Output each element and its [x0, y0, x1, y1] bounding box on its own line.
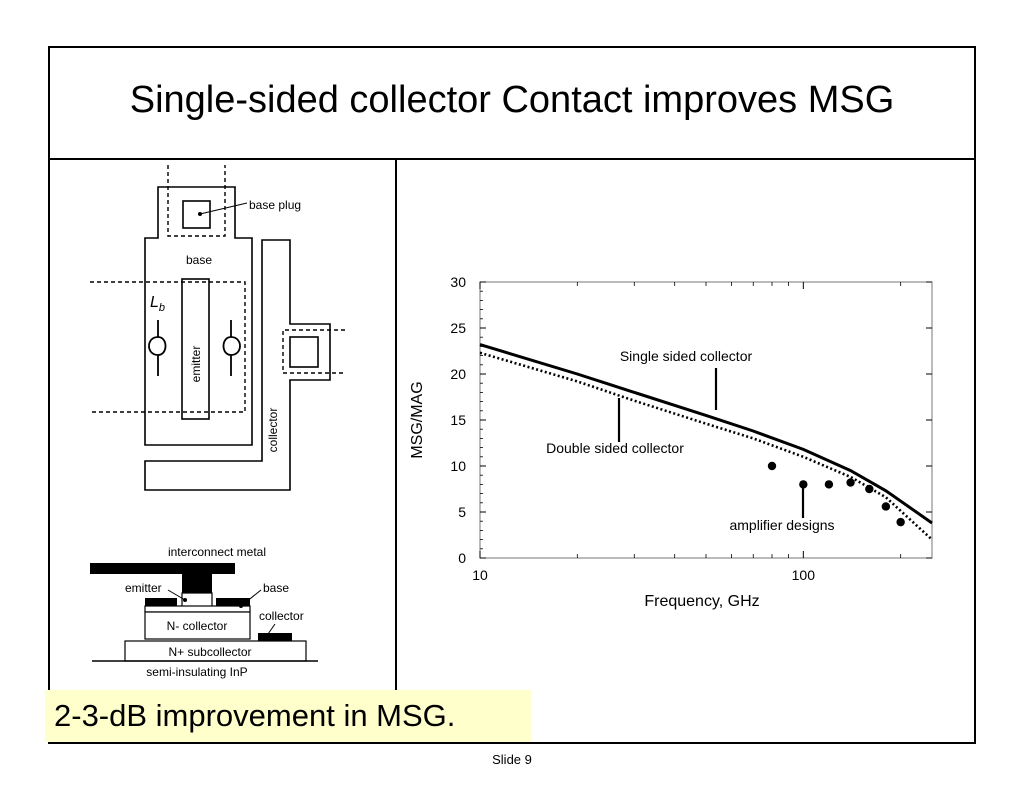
slide-title: Single-sided collector Contact improves … — [129, 79, 895, 121]
y-tick-label: 20 — [450, 366, 466, 382]
y-tick-label: 0 — [458, 550, 466, 566]
cross-base-label: base — [263, 581, 289, 595]
n-collector-label: N- collector — [167, 619, 228, 633]
x-tick-label: 10 — [472, 567, 488, 583]
single-sided-annotation: Single sided collector — [620, 348, 753, 364]
cross-collector-label: collector — [259, 609, 304, 623]
y-tick-label: 5 — [458, 504, 466, 520]
x-axis-ticks: 10 100 — [472, 282, 902, 583]
interconnect-metal — [90, 563, 235, 574]
interconnect-via — [182, 574, 212, 593]
amplifier-design-point — [881, 502, 891, 511]
inductor-left — [148, 320, 167, 376]
single-sided-collector-line — [479, 343, 933, 525]
base-label: base — [186, 253, 212, 267]
marker-layer — [767, 461, 905, 527]
panel-divider — [395, 160, 397, 744]
plot-area — [479, 281, 933, 559]
substrate-label: semi-insulating InP — [146, 665, 247, 679]
device-layout-diagram: base plug base Lb emitter collector — [90, 165, 345, 491]
amplifier-design-point — [846, 478, 855, 487]
base-plug-contact — [182, 200, 211, 229]
base-dashed-left — [90, 281, 246, 413]
cross-section-diagram: interconnect metal emitter base collecto… — [90, 545, 318, 679]
cross-emitter-label: emitter — [125, 581, 162, 595]
y-tick-label: 10 — [450, 458, 466, 474]
msg-frequency-chart: 10 100 0 5 10 15 20 25 30 Single sided collecto… — [409, 274, 933, 610]
base-layer — [144, 605, 251, 613]
y-tick-label: 15 — [450, 412, 466, 428]
n-subcollector-label: N+ subcollector — [168, 645, 251, 659]
y-tick-label: 30 — [450, 274, 466, 290]
collector-label: collector — [266, 408, 280, 453]
amplifier-design-point — [799, 480, 808, 489]
base-outline — [144, 186, 253, 446]
collector-contact — [144, 239, 331, 491]
x-axis-label: Frequency, GHz — [644, 593, 759, 610]
base-metal-left — [145, 598, 177, 606]
inductor-right — [222, 320, 241, 376]
base-plug-label: base plug — [249, 198, 301, 212]
n-collector-layer — [144, 611, 251, 640]
interconnect-label: interconnect metal — [168, 545, 266, 559]
base-plug-leader — [199, 202, 248, 215]
y-axis-label: MSG/MAG — [409, 381, 426, 458]
amplifier-design-point — [824, 480, 834, 489]
slide-frame — [48, 46, 976, 744]
slide-number: Slide 9 — [492, 752, 532, 767]
series-annotations — [617, 368, 805, 518]
emitter-label: emitter — [189, 346, 203, 383]
improvement-callout: 2-3-dB improvement in MSG. — [45, 690, 531, 742]
title-bar — [48, 46, 976, 160]
base-plug-dashed-outline — [167, 165, 226, 237]
base-metal-right — [216, 598, 250, 606]
collector-metal — [258, 633, 292, 641]
collector-dashed-outline — [282, 329, 345, 374]
amplifier-design-point — [767, 461, 777, 471]
x-tick-label: 100 — [792, 567, 816, 583]
double-sided-annotation: Double sided collector — [546, 440, 684, 456]
inductance-label: Lb — [150, 294, 165, 314]
emitter-finger — [181, 278, 210, 420]
collector-plug — [289, 336, 319, 368]
amplifier-annotation: amplifier designs — [729, 517, 834, 533]
amplifier-design-point — [865, 484, 874, 494]
y-axis-ticks: 0 5 10 15 20 25 30 — [450, 274, 932, 566]
y-tick-label: 25 — [450, 320, 466, 336]
series-layer — [479, 343, 933, 541]
amplifier-design-point — [896, 517, 905, 527]
